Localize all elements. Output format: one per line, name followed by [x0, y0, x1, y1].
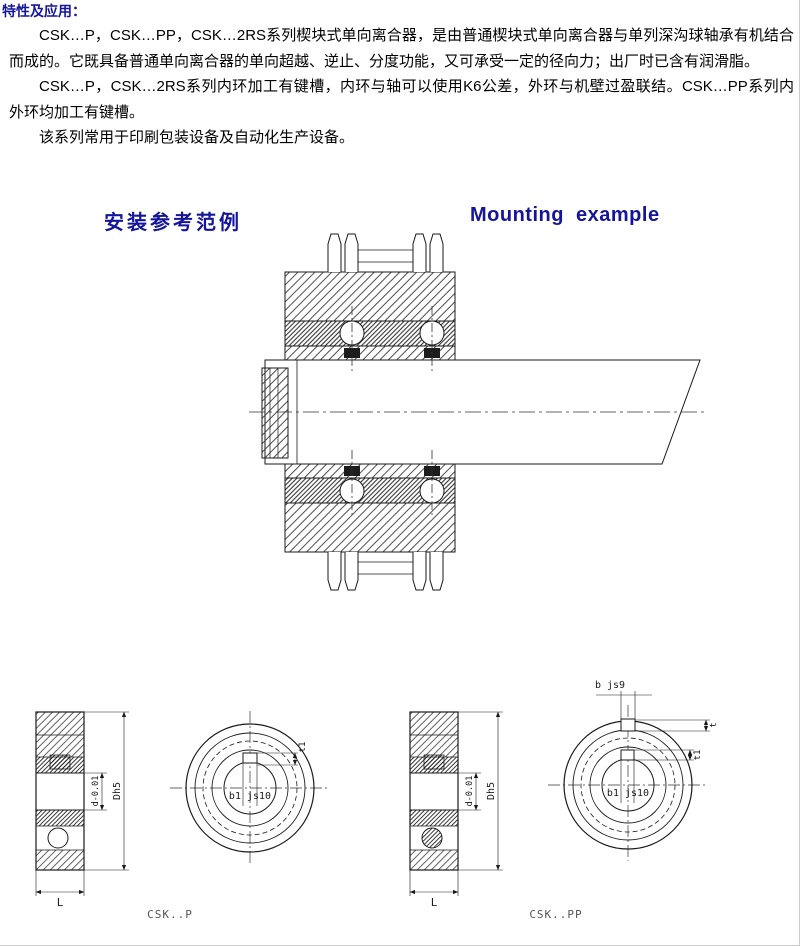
mounting-example-drawing [249, 233, 707, 591]
dim-label-width: L [431, 896, 438, 909]
dim-label-outer-diameter: Dh5 [112, 782, 123, 800]
centerlines [249, 306, 707, 518]
lower-bearing-section [284, 463, 456, 553]
end-washer-stack [261, 367, 289, 459]
heading-mounting-example-zh: 安装参考范例 [104, 212, 242, 234]
centerlines [170, 711, 330, 865]
heading-mounting-example-en: Mounting example [470, 204, 660, 226]
bore-keyway [242, 752, 258, 764]
bore-keyway [620, 749, 635, 761]
shaft [264, 359, 701, 465]
dim-label-keyway-depth: t1 [298, 742, 308, 753]
csk-pp-front-view: b js9 t t1 b1 js10 [548, 680, 719, 861]
keyway-slot [423, 754, 445, 770]
dim-label-outer-diameter: Dh5 [486, 782, 497, 800]
outer-ring-keyway [620, 718, 636, 732]
paragraph-3: 该系列常用于印刷包装设备及自动化生产设备。 [39, 129, 355, 146]
dim-label-keyway-width: b1 js10 [607, 788, 649, 799]
intro-text: CSK…P，CSK…PP，CSK…2RS系列楔块式单向离合器，是由普通楔块式单向… [9, 23, 794, 151]
keyway-slot [49, 754, 71, 770]
dim-label-bore: d-0.01 [91, 776, 101, 807]
dimensions [596, 691, 710, 803]
csk-p-front-view: b1 js10 t1 [170, 711, 330, 865]
bearing-dimension-drawings: d-0.01 Dh5 L b1 js10 t1 [35, 680, 719, 921]
dimensions [409, 711, 503, 896]
figure-label-csk-pp: CSK..PP [529, 908, 582, 921]
dim-label-bore: d-0.01 [465, 776, 475, 807]
figure-label-csk-p: CSK..P [147, 908, 193, 921]
dimensions [35, 711, 129, 896]
csk-pp-side-view: d-0.01 Dh5 L [409, 711, 503, 909]
sprocket-teeth-bottom [327, 552, 444, 591]
dim-label-outer-keyway-depth: t [709, 722, 719, 727]
paragraph-1: CSK…P，CSK…PP，CSK…2RS系列楔块式单向离合器，是由普通楔块式单向… [9, 27, 794, 70]
paragraph-2: CSK…P，CSK…2RS系列内环加工有键槽，内环与轴可以使用K6公差，外环与机… [9, 78, 794, 121]
csk-p-side-view: d-0.01 Dh5 L [35, 711, 129, 909]
section-title: 特性及应用： [2, 3, 86, 19]
dim-label-keyway-width: b1 js10 [229, 791, 271, 802]
dimensions [242, 752, 298, 806]
upper-bearing-section [284, 271, 456, 361]
dim-label-width: L [57, 896, 64, 909]
bearing-ball [421, 827, 443, 849]
sprocket-teeth-top [327, 233, 444, 272]
bearing-ball [47, 827, 69, 849]
dim-label-outer-keyway-width: b js9 [595, 680, 625, 691]
dim-label-keyway-depth: t1 [693, 750, 703, 761]
